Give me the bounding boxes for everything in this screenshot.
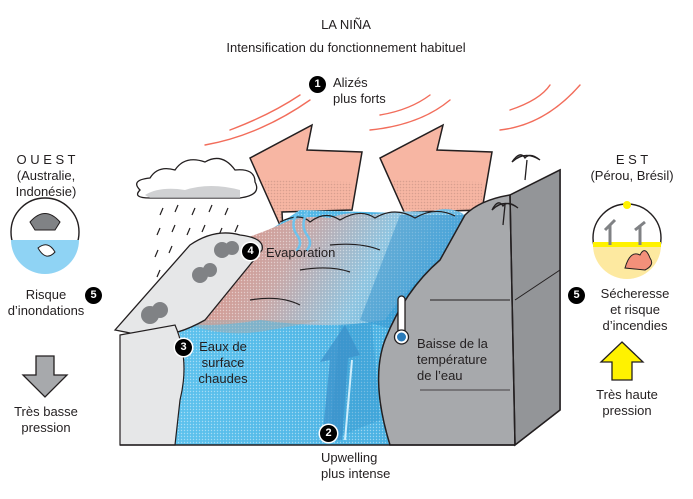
label-water-temp: Baisse de la température de l’eau — [417, 336, 488, 383]
badge-5-east: 5 — [568, 287, 585, 304]
label-upwelling: Upwelling plus intense — [321, 450, 391, 481]
drought-fire-icon — [592, 201, 662, 279]
rain-cloud — [136, 157, 258, 199]
badge-3: 3 — [175, 339, 192, 356]
thermometer-icon — [393, 295, 410, 345]
upwelling-arrow — [320, 325, 360, 441]
west-pressure: Très basse pression — [14, 404, 78, 435]
wind-lines — [204, 84, 581, 146]
palm-trees — [491, 154, 541, 226]
east-heading: E S T — [615, 152, 649, 167]
east-risk: Sécheresse et risque d’incendies — [600, 286, 670, 333]
east-pressure: Très haute pression — [596, 387, 658, 418]
west-pressure-arrow — [21, 355, 69, 398]
trade-wind-arrow-2 — [379, 123, 493, 233]
label-trade-winds: Alizés plus forts — [333, 75, 386, 106]
diagram-title: LA NIÑA — [321, 17, 371, 32]
label-warm-water: Eaux de surface chaudes — [198, 339, 248, 386]
badge-1: 1 — [309, 76, 326, 93]
label-evaporation: Evaporation — [266, 245, 336, 260]
evaporation-steam — [292, 211, 312, 252]
east-coast-land — [377, 154, 561, 447]
west-region: (Australie, Indonésie) — [15, 168, 77, 199]
flood-icon — [10, 197, 80, 274]
west-heading: O U E S T — [16, 152, 76, 167]
diagram-subtitle: Intensification du fonctionnement habitu… — [226, 40, 466, 55]
badge-5-west: 5 — [85, 287, 102, 304]
east-pressure-arrow — [599, 341, 645, 381]
east-region: (Pérou, Brésil) — [590, 168, 674, 183]
badge-2: 2 — [320, 425, 337, 442]
west-cliff — [119, 324, 185, 446]
badge-4: 4 — [242, 243, 259, 260]
west-risk: Risque d’inondations — [7, 287, 85, 318]
